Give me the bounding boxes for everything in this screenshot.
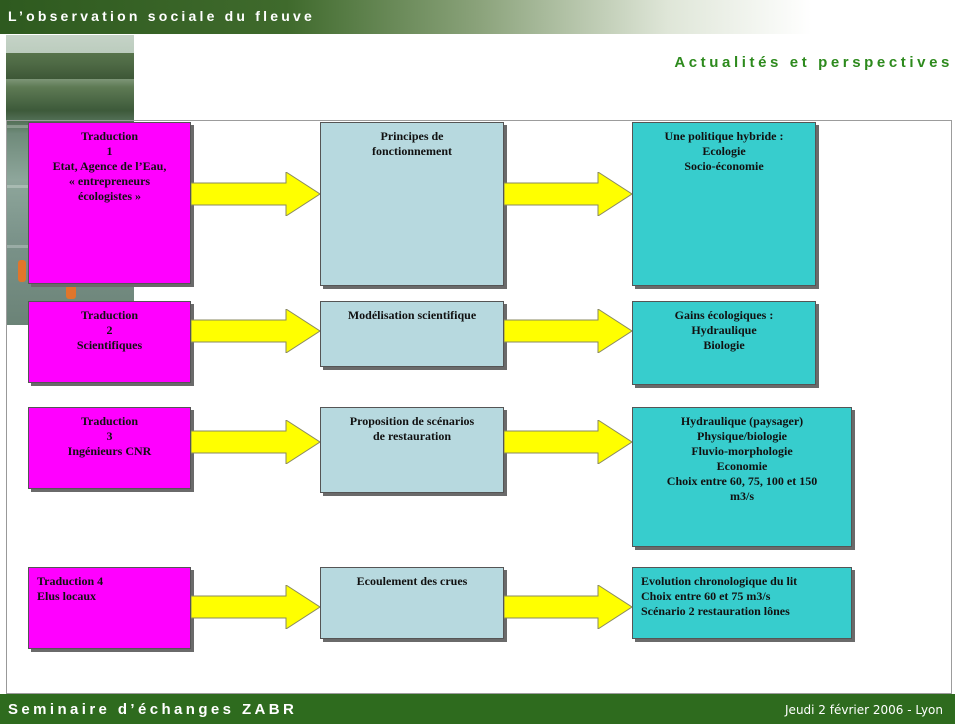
box-row1-right: Une politique hybride : Ecologie Socio-é… bbox=[632, 122, 816, 286]
box-row4-middle: Ecoulement des crues bbox=[320, 567, 504, 639]
left-rule bbox=[6, 325, 7, 694]
page-subtitle: Actualités et perspectives bbox=[674, 54, 953, 71]
arrow-row3-b bbox=[504, 420, 632, 464]
arrow-row1-b bbox=[504, 172, 632, 216]
box-row1-left: Traduction 1 Etat, Agence de l’Eau, « en… bbox=[28, 122, 191, 284]
box-row3-right: Hydraulique (paysager) Physique/biologie… bbox=[632, 407, 852, 547]
box-row4-right: Evolution chronologique du lit Choix ent… bbox=[632, 567, 852, 639]
box-row2-right: Gains écologiques : Hydraulique Biologie bbox=[632, 301, 816, 385]
arrow-row2-a bbox=[191, 309, 320, 353]
arrow-row3-a bbox=[191, 420, 320, 464]
footer-title: Seminaire d’échanges ZABR bbox=[8, 701, 298, 718]
arrow-row2-b bbox=[504, 309, 632, 353]
footer-bar: Seminaire d’échanges ZABR Jeudi 2 févrie… bbox=[0, 694, 955, 724]
arrow-row4-a bbox=[191, 585, 320, 629]
buoy-icon bbox=[66, 285, 76, 299]
box-row1-middle: Principes de fonctionnement bbox=[320, 122, 504, 286]
box-row2-middle: Modélisation scientifique bbox=[320, 301, 504, 367]
arrow-row1-a bbox=[191, 172, 320, 216]
box-row2-left: Traduction 2 Scientifiques bbox=[28, 301, 191, 383]
footer-date: Jeudi 2 février 2006 - Lyon bbox=[785, 703, 943, 717]
box-row3-left: Traduction 3 Ingénieurs CNR bbox=[28, 407, 191, 489]
box-row4-left: Traduction 4 Elus locaux bbox=[28, 567, 191, 649]
page-title: L’observation sociale du fleuve bbox=[8, 8, 315, 24]
tree-line bbox=[6, 53, 134, 79]
box-row3-middle: Proposition de scénarios de restauration bbox=[320, 407, 504, 493]
header-bar: L’observation sociale du fleuve bbox=[0, 0, 955, 34]
arrow-row4-b bbox=[504, 585, 632, 629]
buoy-icon bbox=[18, 260, 26, 282]
